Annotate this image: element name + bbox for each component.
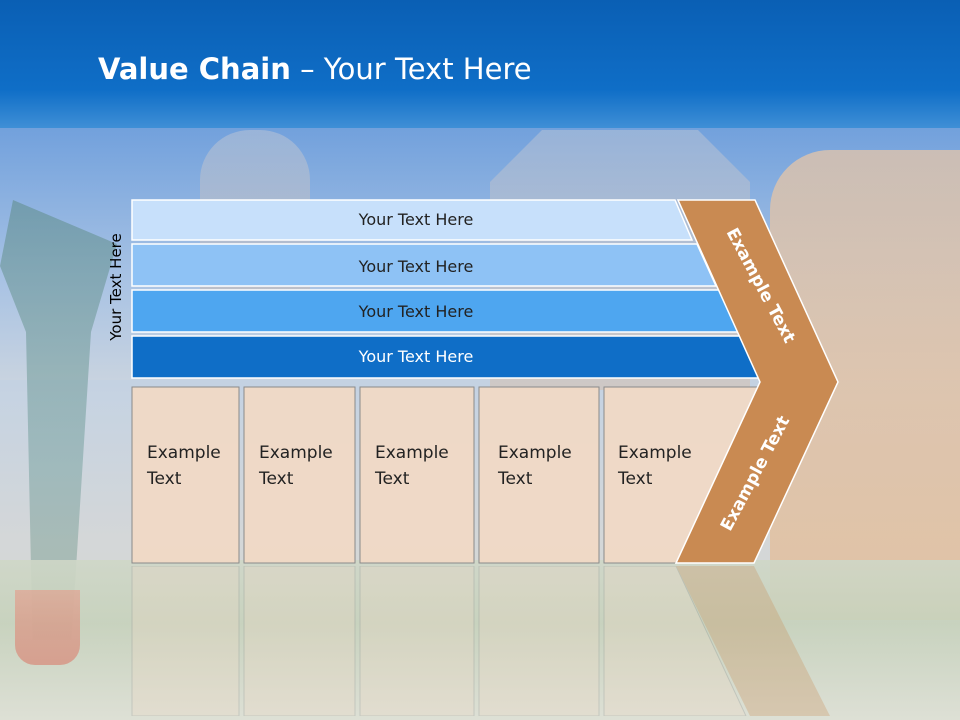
slide-title: Value Chain – Your Text Here: [98, 52, 532, 86]
bar-1-label: Your Text Here: [358, 210, 474, 229]
cell-1-line2: Text: [147, 469, 182, 489]
cell-3-box[interactable]: [359, 386, 475, 564]
bar-3[interactable]: Your Text Here: [131, 289, 741, 333]
bar-2-label: Your Text Here: [358, 257, 474, 276]
cell-1-box[interactable]: [131, 386, 240, 564]
cell-4-text: Example Text: [498, 440, 572, 492]
cell-5-line1: Example: [618, 443, 692, 463]
cell-3-text: Example Text: [375, 440, 449, 492]
cell-5-text: Example Text: [618, 440, 692, 492]
bar-1-shape: [131, 199, 694, 241]
cell-1-line1: Example: [147, 443, 221, 463]
bar-4[interactable]: Your Text Here: [131, 335, 766, 379]
cell-3-line2: Text: [375, 469, 410, 489]
cell-1-text: Example Text: [147, 440, 221, 492]
cell-2-line1: Example: [259, 443, 333, 463]
cell-4-line2: Text: [498, 469, 533, 489]
cell-4-line1: Example: [498, 443, 572, 463]
background-flower-pot: [15, 590, 80, 665]
title-bold: Value Chain: [98, 52, 291, 86]
bar-4-label: Your Text Here: [358, 347, 474, 366]
cell-2-line2: Text: [259, 469, 294, 489]
background-ground: [0, 560, 960, 720]
bar-3-label: Your Text Here: [358, 302, 474, 321]
cell-2-text: Example Text: [259, 440, 333, 492]
header-band: [0, 0, 960, 128]
title-rest: – Your Text Here: [290, 52, 532, 86]
cell-3-line1: Example: [375, 443, 449, 463]
cell-4-box[interactable]: [478, 386, 600, 564]
bar-2[interactable]: Your Text Here: [131, 243, 718, 287]
cell-2-box[interactable]: [243, 386, 356, 564]
chevron-shape[interactable]: [674, 199, 839, 564]
cell-5-line2: Text: [618, 469, 653, 489]
bar-1[interactable]: Your Text Here: [131, 199, 694, 241]
